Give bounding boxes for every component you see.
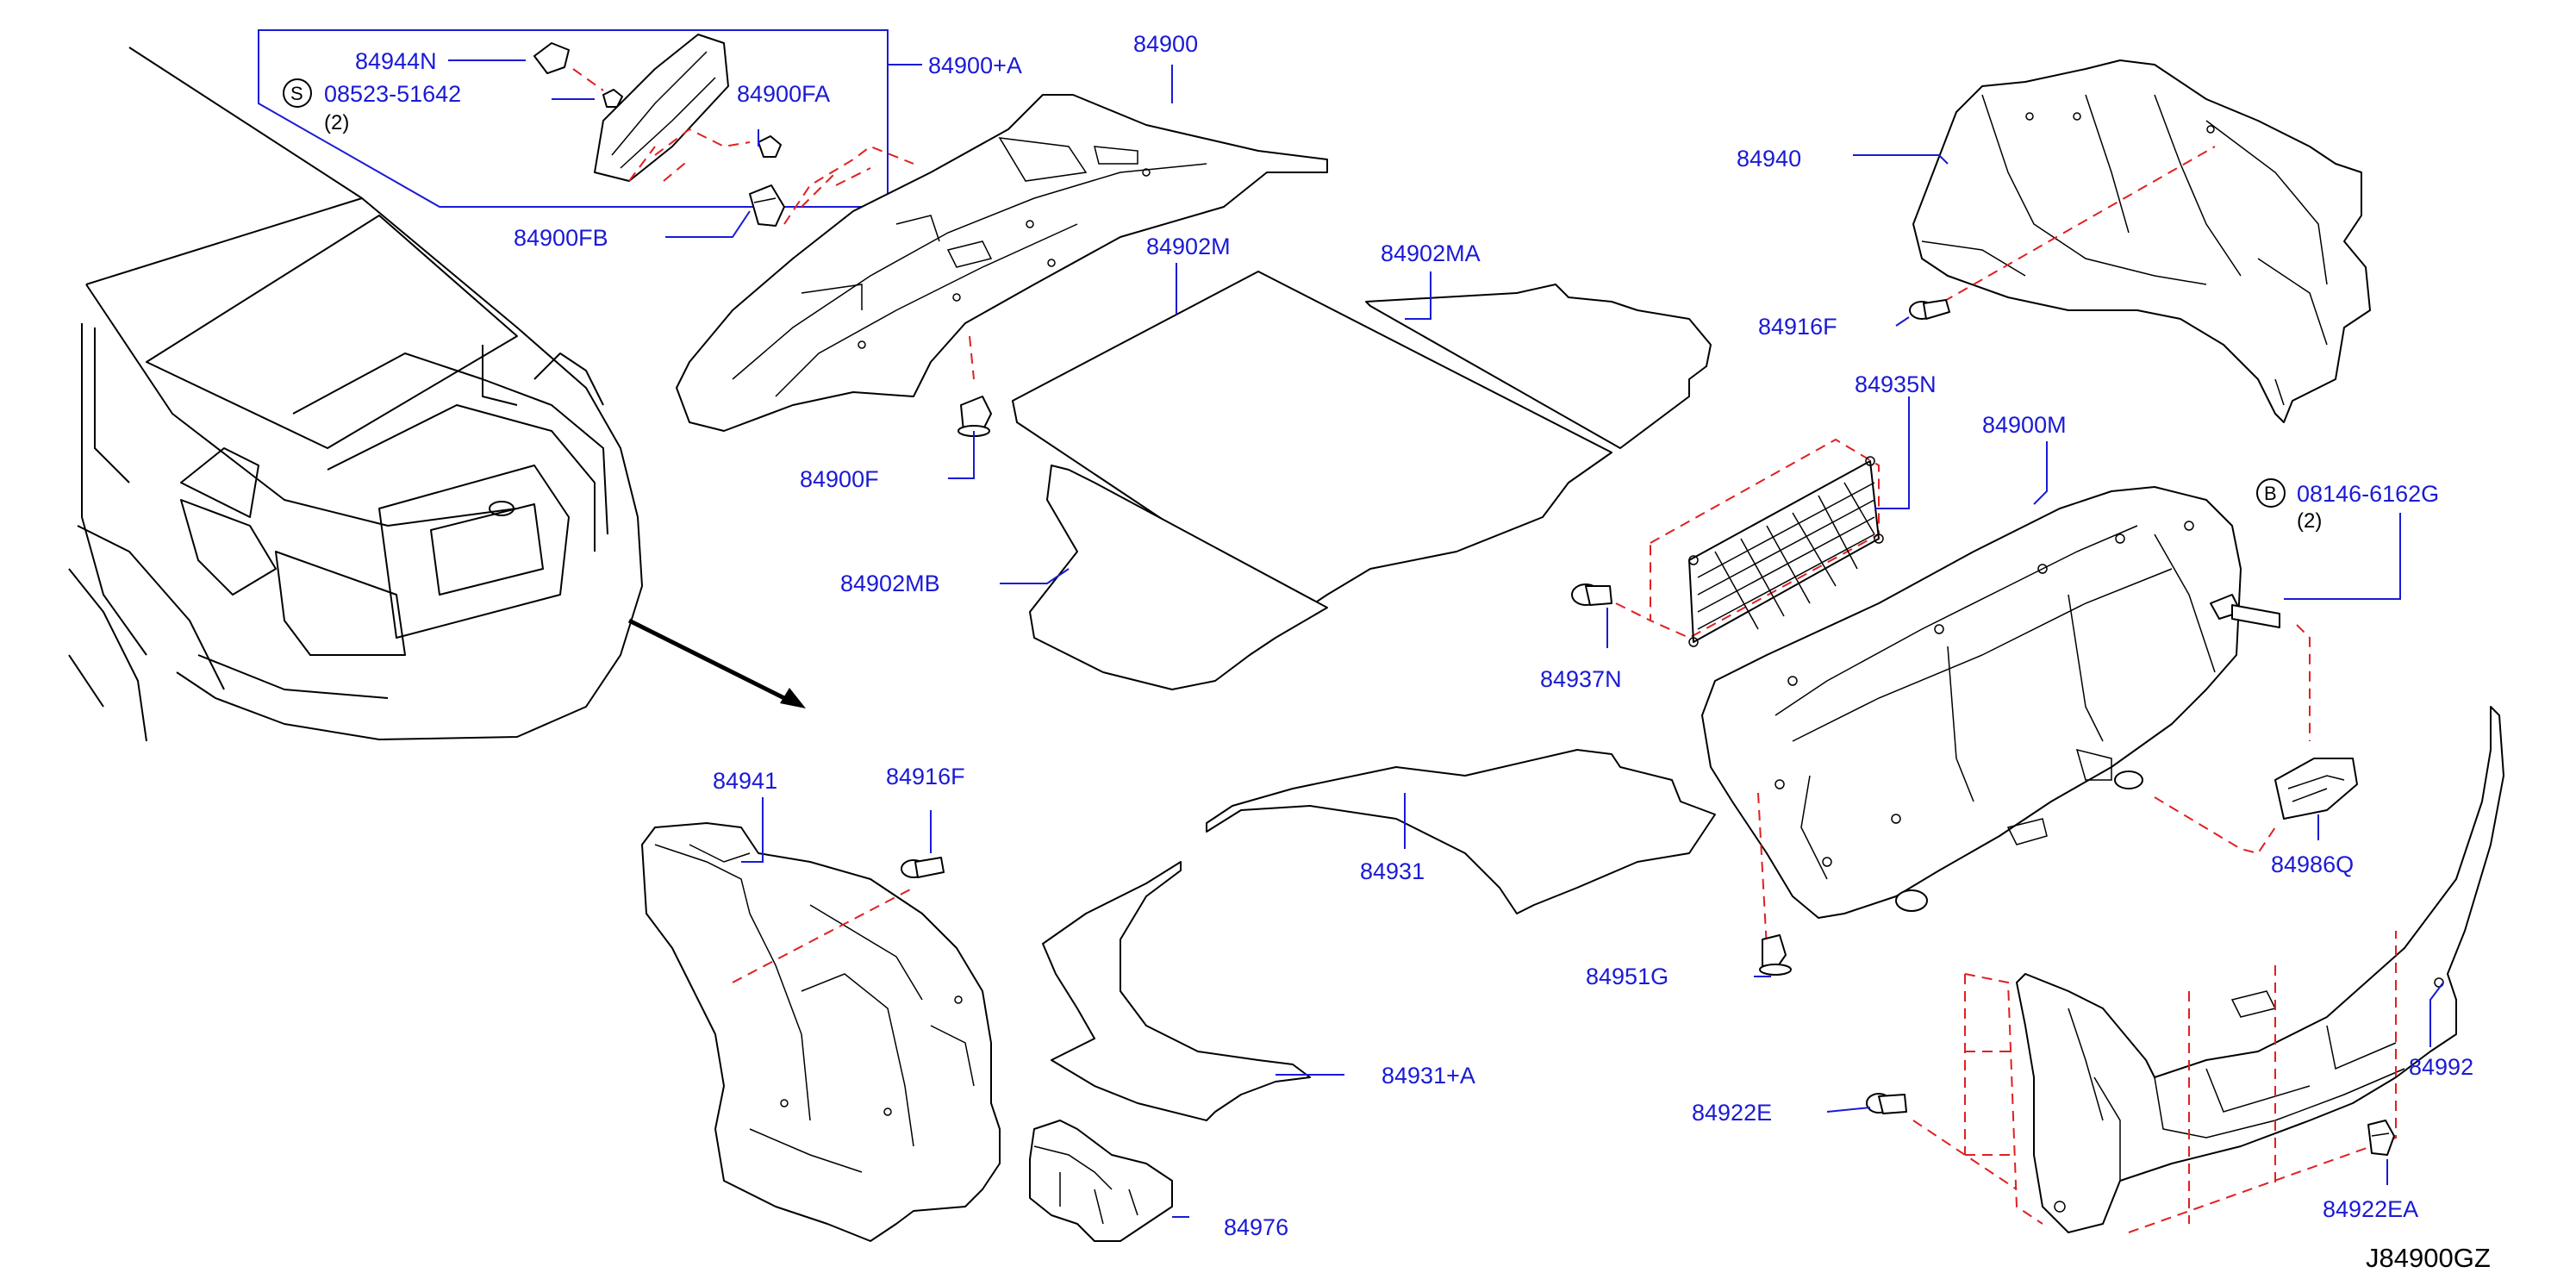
part-08146-bolt <box>2210 594 2311 741</box>
label-84931A: 84931+A <box>1382 1063 1475 1089</box>
label-84922EA: 84922EA <box>2323 1196 2418 1222</box>
label-84900FA: 84900FA <box>737 81 830 107</box>
part-84935N-cargo-net <box>1650 438 1884 647</box>
label-84951G: 84951G <box>1586 964 1668 989</box>
bolt-symbol-circle <box>2256 478 2286 508</box>
label-84902MA: 84902MA <box>1381 240 1481 266</box>
label-84900M: 84900M <box>1982 412 2067 438</box>
part-84951G-clip <box>1759 934 1792 976</box>
part-84916F-clip-bottom <box>901 857 945 878</box>
part-84940-side-trim <box>1912 59 2371 423</box>
part-84986Q-striker <box>2154 758 2358 855</box>
bolt-symbol: B <box>2264 483 2277 504</box>
label-08523-51642: 08523-51642 <box>324 81 461 107</box>
part-84900-parcel-shelf <box>676 94 1328 432</box>
screw-symbol: S <box>290 83 303 104</box>
label-84900: 84900 <box>1133 31 1198 57</box>
label-84944N: 84944N <box>355 48 437 74</box>
label-84941: 84941 <box>713 768 777 794</box>
part-84931A-trunk-mat <box>1042 861 1311 1121</box>
label-84902MB: 84902MB <box>840 571 940 596</box>
label-84986Q: 84986Q <box>2271 852 2354 877</box>
label-84916F-bottom: 84916F <box>886 764 965 789</box>
label-84937N: 84937N <box>1540 666 1622 692</box>
label-84992: 84992 <box>2409 1054 2473 1080</box>
part-84916F-clip-top <box>1909 299 1950 320</box>
label-84902M: 84902M <box>1146 234 1231 259</box>
vehicle-rear-illustration <box>68 47 643 742</box>
label-08523-qty: (2) <box>324 111 349 134</box>
label-84900F: 84900F <box>800 466 879 492</box>
part-84931-trunk-mat <box>1206 749 1716 914</box>
part-84937N-hook <box>1571 583 1651 621</box>
label-84931: 84931 <box>1360 858 1425 884</box>
label-08146-6162G: 08146-6162G <box>2297 481 2439 507</box>
screw-symbol-circle <box>283 78 312 108</box>
label-84900FB: 84900FB <box>514 225 608 251</box>
part-84900M-trunk-lid-trim <box>1701 486 2242 949</box>
part-labels: 84944N S 08523-51642 (2) 84900FA 84900+A… <box>283 31 2491 1273</box>
detail-box-84900A <box>258 29 922 208</box>
direction-arrow <box>627 618 806 708</box>
label-08146-qty: (2) <box>2297 509 2322 533</box>
label-84935N: 84935N <box>1855 371 1937 397</box>
part-84902M-floor-mat <box>1012 271 1712 690</box>
label-84922E: 84922E <box>1692 1100 1772 1126</box>
label-84976: 84976 <box>1224 1214 1288 1240</box>
label-84916F-top: 84916F <box>1758 314 1837 340</box>
label-84900A: 84900+A <box>928 53 1022 78</box>
leader-lines <box>448 59 2444 1218</box>
part-84922EA-clip <box>2367 1120 2395 1156</box>
diagram-code: J84900GZ <box>2366 1243 2491 1273</box>
part-84992-rear-finisher <box>1912 706 2504 1233</box>
part-84900FB-clip <box>749 184 785 227</box>
part-84976-bracket <box>1029 1120 1173 1242</box>
label-84940: 84940 <box>1737 146 1801 172</box>
part-84941-side-trim <box>641 822 1001 1242</box>
part-84900F-clip <box>957 396 992 437</box>
part-84922E-clip <box>1866 1093 1907 1114</box>
